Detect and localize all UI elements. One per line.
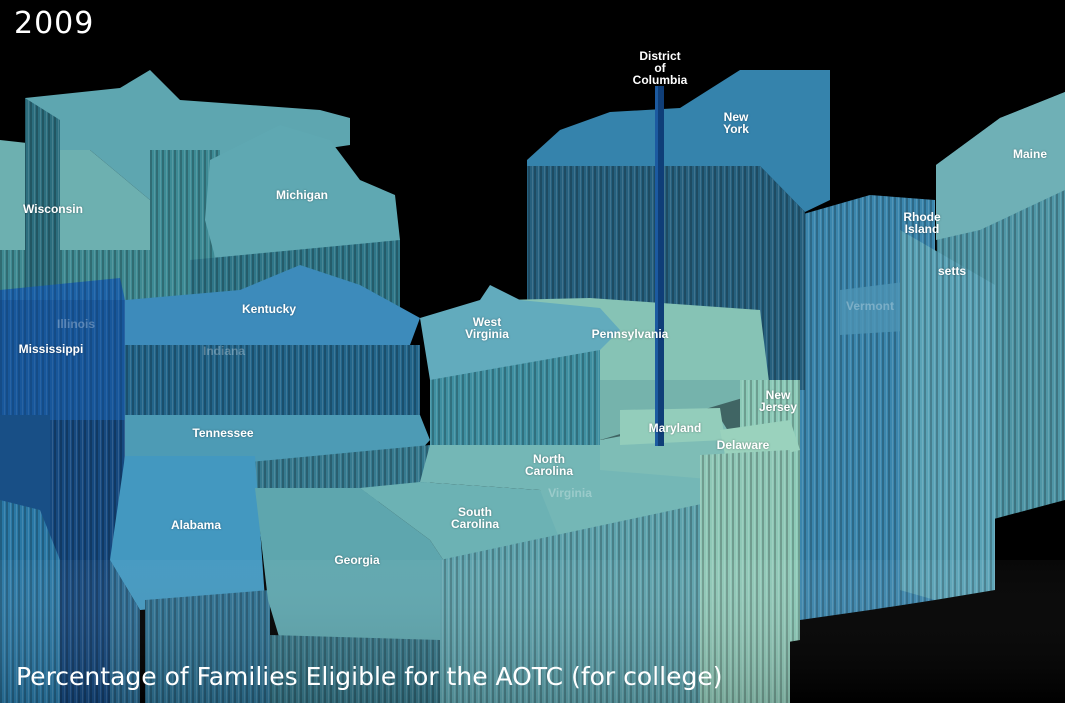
label-pennsylvania: Pennsylvania	[591, 327, 669, 341]
state-west-virginia	[420, 285, 620, 445]
label-tennessee: Tennessee	[192, 426, 254, 440]
year-label: 2009	[14, 6, 95, 41]
label-kentucky: Kentucky	[241, 302, 297, 316]
label-michigan: Michigan	[275, 188, 329, 202]
label-rhode-island: Rhode Island	[903, 210, 941, 236]
state-district-of-columbia	[655, 86, 664, 446]
label-georgia: Georgia	[334, 553, 380, 567]
label-new-jersey: New Jersey	[758, 388, 798, 414]
label-district-of-columbia: District of Columbia	[632, 49, 688, 87]
label-new-york: New York	[723, 110, 749, 136]
label-south-carolina: South Carolina	[450, 505, 500, 531]
state-south-carolina	[360, 482, 570, 600]
label-vermont: Vermont	[845, 299, 895, 313]
map-caption: Percentage of Families Eligible for the …	[16, 662, 723, 691]
state-kentucky	[125, 265, 420, 415]
label-virginia: Virginia	[548, 486, 592, 500]
label-delaware: Delaware	[716, 438, 770, 452]
label-maine: Maine	[1012, 147, 1048, 161]
label-alabama: Alabama	[170, 518, 222, 532]
state-maryland	[620, 408, 725, 445]
label-maryland: Maryland	[648, 421, 702, 435]
label-mississippi: Mississippi	[18, 342, 84, 356]
state-massachusetts	[900, 230, 995, 600]
label-west-virginia: West Virginia	[465, 315, 509, 341]
label-massachusetts: setts	[937, 264, 967, 278]
label-illinois: Illinois	[56, 317, 96, 331]
label-indiana: Indiana	[202, 344, 246, 358]
label-wisconsin: Wisconsin	[23, 202, 83, 216]
label-north-carolina: North Carolina	[524, 452, 574, 478]
